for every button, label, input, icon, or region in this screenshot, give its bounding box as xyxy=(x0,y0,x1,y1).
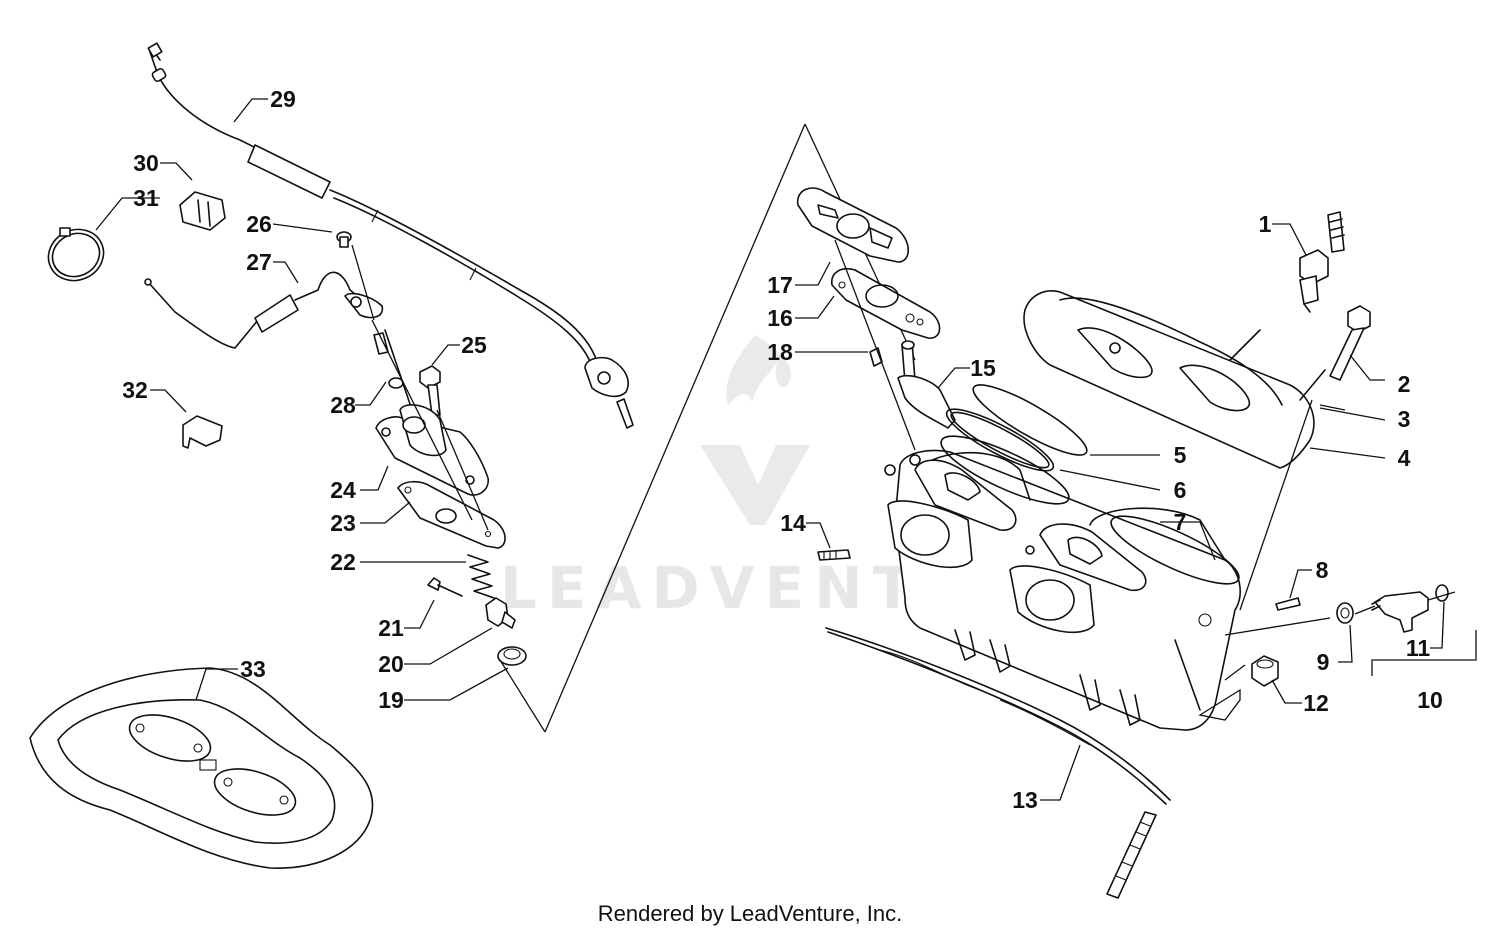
footer-credit: Rendered by LeadVenture, Inc. xyxy=(597,901,903,926)
base-gasket xyxy=(825,627,1171,805)
callout-16: 16 xyxy=(767,305,793,331)
callout-33: 33 xyxy=(240,656,266,682)
washer xyxy=(384,329,413,411)
callout-31: 31 xyxy=(133,185,159,211)
small-stud xyxy=(1275,597,1301,611)
leader-lines-left xyxy=(95,98,509,701)
callout-1: 1 xyxy=(1259,211,1272,237)
plunger xyxy=(485,597,516,629)
cylinder-block xyxy=(884,435,1241,731)
cylinder-head xyxy=(1023,290,1326,469)
choke-cable xyxy=(144,271,389,355)
hex-nut xyxy=(1251,655,1279,687)
callout-17: 17 xyxy=(767,272,793,298)
callout-7: 7 xyxy=(1174,509,1187,535)
exhaust-valve xyxy=(897,340,956,429)
injector-o-ring xyxy=(1336,602,1354,624)
bolt xyxy=(419,365,441,416)
spring xyxy=(467,554,495,599)
callout-22: 22 xyxy=(330,549,356,575)
callout-30: 30 xyxy=(133,150,159,176)
callout-13: 13 xyxy=(1012,787,1038,813)
screw xyxy=(336,231,352,248)
callout-15: 15 xyxy=(970,355,996,381)
callout-20: 20 xyxy=(378,651,404,677)
callout-10: 10 xyxy=(1417,687,1443,713)
leader-lines-right xyxy=(795,223,1477,801)
cable-clip xyxy=(179,191,226,231)
callout-6: 6 xyxy=(1174,477,1187,503)
head-bolt xyxy=(1329,305,1371,381)
valve-housing xyxy=(375,404,489,496)
long-stud xyxy=(1106,811,1157,899)
injector-washer xyxy=(1435,584,1449,602)
bolt-small xyxy=(427,577,463,597)
stud xyxy=(817,549,851,561)
intake-gasket xyxy=(831,268,941,339)
callout-8: 8 xyxy=(1316,557,1329,583)
callout-28: 28 xyxy=(330,392,356,418)
callout-4: 4 xyxy=(1398,445,1411,471)
callout-19: 19 xyxy=(378,687,404,713)
callout-21: 21 xyxy=(378,615,404,641)
callout-25: 25 xyxy=(461,332,487,358)
callout-27: 27 xyxy=(246,249,272,275)
callout-26: 26 xyxy=(246,211,272,237)
callout-12: 12 xyxy=(1303,690,1329,716)
callout-11: 11 xyxy=(1406,635,1431,661)
gasket-kit xyxy=(29,667,374,869)
bracket xyxy=(182,415,223,449)
retaining-ring xyxy=(47,227,105,282)
washer-small xyxy=(1319,404,1346,411)
o-ring-head xyxy=(945,408,1055,472)
callout-2: 2 xyxy=(1398,371,1411,397)
callout-32: 32 xyxy=(122,377,148,403)
callout-24: 24 xyxy=(330,477,356,503)
callout-3: 3 xyxy=(1398,406,1411,432)
spark-plug xyxy=(1299,211,1345,313)
gasket xyxy=(397,480,506,549)
throttle-cable xyxy=(147,42,634,429)
intake-flange xyxy=(796,187,910,263)
callout-5: 5 xyxy=(1174,442,1187,468)
callout-labels: 1 2 3 4 5 6 7 8 9 10 11 12 13 14 15 16 1… xyxy=(122,86,1443,813)
callout-29: 29 xyxy=(270,86,296,112)
callout-9: 9 xyxy=(1317,649,1330,675)
o-ring-large xyxy=(972,384,1088,456)
callout-23: 23 xyxy=(330,510,356,536)
callout-14: 14 xyxy=(780,510,806,536)
seal xyxy=(497,646,527,666)
fuel-injector xyxy=(1371,591,1429,633)
callout-18: 18 xyxy=(767,339,793,365)
